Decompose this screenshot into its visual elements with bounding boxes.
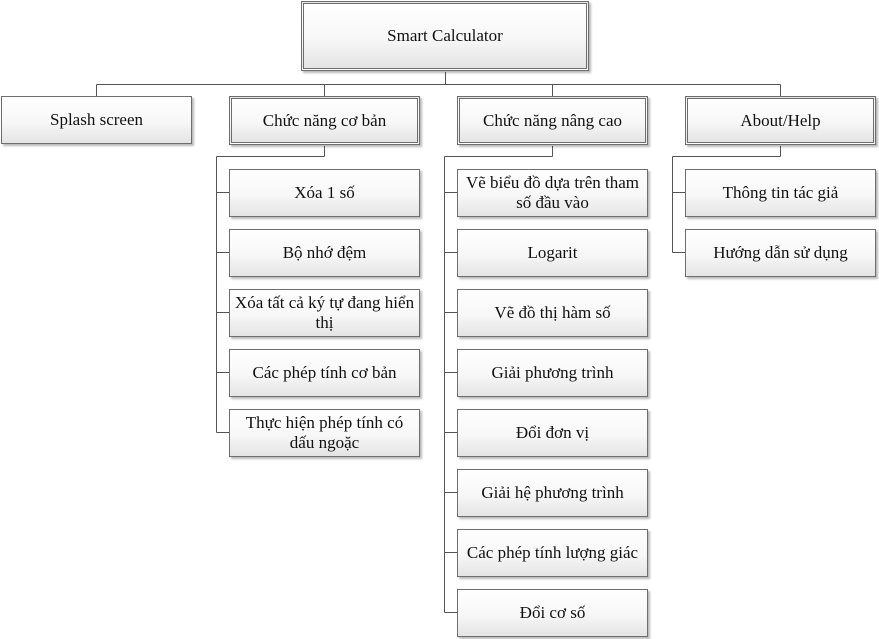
basic-item-delete-one: Xóa 1 số bbox=[229, 169, 420, 217]
basic-item-basic-operations: Các phép tính cơ bản bbox=[229, 349, 420, 397]
item-label: Hướng dẫn sử dụng bbox=[713, 243, 848, 262]
basic-item-clear-all: Xóa tất cả ký tự đang hiển thị bbox=[229, 289, 420, 337]
help-item-user-guide: Hướng dẫn sử dụng bbox=[685, 229, 876, 277]
advanced-item-base-conversion: Đổi cơ số bbox=[457, 589, 648, 637]
category-splash-screen: Splash screen bbox=[1, 96, 192, 144]
item-label: Đổi cơ số bbox=[519, 603, 586, 622]
root-node: Smart Calculator bbox=[301, 1, 589, 71]
item-label: Các phép tính cơ bản bbox=[252, 363, 397, 382]
category-basic-functions: Chức năng cơ bản bbox=[229, 96, 420, 145]
item-label: Vẽ đồ thị hàm số bbox=[494, 303, 611, 322]
item-label: Thông tin tác giả bbox=[722, 183, 839, 202]
item-label: Xóa tất cả ký tự đang hiển thị bbox=[234, 293, 415, 332]
advanced-item-function-graph: Vẽ đồ thị hàm số bbox=[457, 289, 648, 337]
root-label: Smart Calculator bbox=[387, 26, 503, 45]
basic-item-parentheses: Thực hiện phép tính có dấu ngoặc bbox=[229, 409, 420, 457]
basic-item-buffer-memory: Bộ nhớ đệm bbox=[229, 229, 420, 277]
category-label: Chức năng nâng cao bbox=[482, 110, 623, 130]
item-label: Thực hiện phép tính có dấu ngoặc bbox=[245, 413, 404, 452]
category-label: Splash screen bbox=[49, 110, 143, 129]
advanced-item-logarithm: Logarit bbox=[457, 229, 648, 277]
item-label: Giải hệ phương trình bbox=[481, 483, 624, 502]
advanced-item-trigonometry: Các phép tính lượng giác bbox=[457, 529, 648, 577]
item-label: Giải phương trình bbox=[491, 363, 614, 382]
advanced-item-system-of-equations: Giải hệ phương trình bbox=[457, 469, 648, 517]
item-label: Đổi đơn vị bbox=[515, 423, 590, 442]
item-label: Bộ nhớ đệm bbox=[282, 243, 367, 262]
category-label: About/Help bbox=[740, 110, 821, 130]
item-label: Xóa 1 số bbox=[294, 183, 355, 202]
category-label: Chức năng cơ bản bbox=[262, 110, 387, 130]
help-item-author-info: Thông tin tác giả bbox=[685, 169, 876, 217]
item-label: Logarit bbox=[527, 243, 578, 262]
advanced-item-chart: Vẽ biểu đồ dựa trên tham số đầu vào bbox=[457, 169, 648, 217]
category-about-help: About/Help bbox=[685, 96, 876, 145]
advanced-item-solve-equation: Giải phương trình bbox=[457, 349, 648, 397]
advanced-item-unit-conversion: Đổi đơn vị bbox=[457, 409, 648, 457]
item-label: Vẽ biểu đồ dựa trên tham số đầu vào bbox=[465, 173, 640, 212]
category-advanced-functions: Chức năng nâng cao bbox=[457, 96, 648, 145]
item-label: Các phép tính lượng giác bbox=[466, 543, 639, 562]
